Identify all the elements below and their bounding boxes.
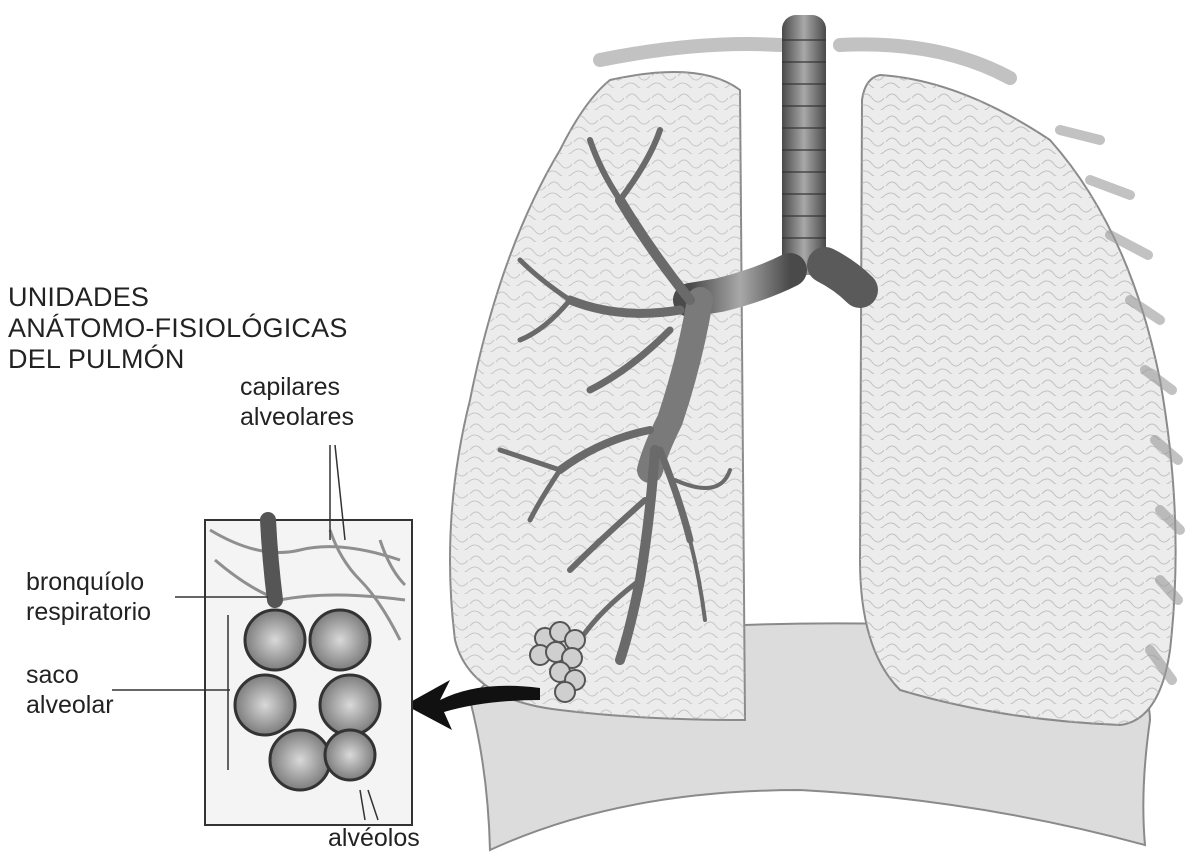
title-line-3: DEL PULMÓN	[8, 344, 348, 375]
label-alveolos: alvéolos	[328, 823, 420, 853]
left-main-bronchus	[825, 265, 860, 290]
label-capilares-line-1: capilares	[240, 372, 354, 402]
label-saco-line-2: alveolar	[26, 690, 114, 720]
title-line-2: ANÁTOMO-FISIOLÓGICAS	[8, 313, 348, 344]
title-line-1: UNIDADES	[8, 282, 348, 313]
label-capilares: capilares alveolares	[240, 372, 354, 432]
diagram-title: UNIDADES ANÁTOMO-FISIOLÓGICAS DEL PULMÓN	[8, 282, 348, 375]
trachea	[782, 15, 826, 275]
label-saco-line-1: saco	[26, 660, 114, 690]
inset-bronchiole	[268, 520, 275, 600]
label-saco: saco alveolar	[26, 660, 114, 720]
label-bronquiolo: bronquíolo respiratorio	[26, 567, 151, 627]
label-bronquiolo-line-1: bronquíolo	[26, 567, 151, 597]
label-capilares-line-2: alveolares	[240, 402, 354, 432]
label-bronquiolo-line-2: respiratorio	[26, 597, 151, 627]
